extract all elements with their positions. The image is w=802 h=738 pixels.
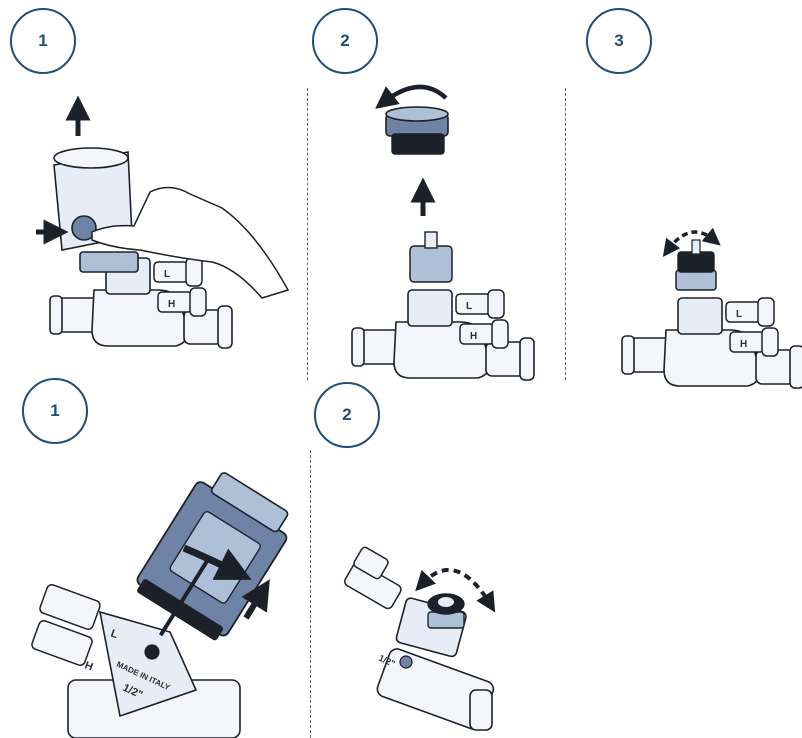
actuator-head bbox=[53, 147, 139, 273]
valve-port-h-label: H bbox=[740, 339, 747, 350]
rotate-ccw-arrow-icon bbox=[375, 84, 448, 109]
panel-top-2: L H bbox=[351, 84, 535, 381]
valve-port-l-label: L bbox=[736, 309, 742, 320]
valve-port-l-label: L bbox=[466, 301, 472, 312]
adjustment-knob bbox=[677, 251, 715, 273]
valve-bottom-1: L H MADE IN ITALY 1/2" bbox=[31, 583, 241, 738]
step-number: 2 bbox=[340, 31, 350, 50]
step-number: 3 bbox=[614, 31, 624, 50]
rotate-both-dashed-arrow-icon bbox=[415, 567, 496, 613]
release-button bbox=[71, 215, 97, 241]
valve-top-1: L H bbox=[49, 257, 233, 349]
valve-bottom-2: 1/2" bbox=[344, 546, 495, 731]
divider-bottom bbox=[310, 450, 311, 738]
divider-top-right bbox=[565, 88, 566, 380]
valve-port-h-label: H bbox=[470, 331, 477, 342]
step-number: 1 bbox=[50, 401, 60, 420]
divider-top-left bbox=[307, 88, 308, 380]
valve-top-2: L H bbox=[351, 289, 535, 381]
valve-port-h-label: H bbox=[83, 660, 95, 674]
panel-bottom-1: L H MADE IN ITALY 1/2" bbox=[31, 472, 289, 738]
hand-icon bbox=[91, 186, 290, 299]
arrow-up-icon bbox=[241, 579, 270, 620]
rotate-cw-arrow-icon bbox=[182, 544, 252, 580]
valve-port-h-label: H bbox=[168, 299, 175, 310]
panel-top-1: L H bbox=[36, 95, 290, 349]
valve-port-l-label: L bbox=[164, 269, 170, 280]
removed-cap bbox=[385, 106, 449, 155]
step-badge-top-3: 3 bbox=[586, 8, 652, 74]
panel-top-3: L H bbox=[621, 227, 802, 389]
step-badge-top-2: 2 bbox=[312, 8, 378, 74]
step-badge-bottom-2: 2 bbox=[314, 382, 380, 448]
rotate-both-dashed-arrow-icon bbox=[662, 227, 721, 258]
step-badge-bottom-1: 1 bbox=[22, 378, 88, 444]
step-number: 1 bbox=[38, 31, 48, 50]
step-badge-top-1: 1 bbox=[10, 8, 76, 74]
valve-top-3: L H bbox=[621, 297, 802, 389]
panel-bottom-2: 1/2" bbox=[344, 546, 496, 731]
step-number: 2 bbox=[342, 405, 352, 424]
valve-port-l-label: L bbox=[109, 628, 120, 642]
